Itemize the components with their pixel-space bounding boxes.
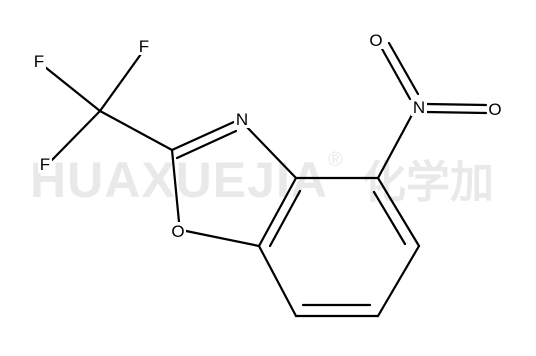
- atom-n-nitro: N: [411, 98, 427, 117]
- bond-n-o-top-a: [379, 45, 412, 101]
- atom-o-ring: O: [170, 222, 186, 241]
- atom-n-nitro-label: N: [413, 98, 425, 117]
- atom-o-ring-label: O: [171, 222, 184, 241]
- atom-o-nitro-right-label: O: [488, 100, 501, 119]
- bond-cf3-c2: [98, 109, 174, 152]
- bond-c7-c7a: [257, 244, 298, 318]
- atom-f-bottom: F: [38, 155, 52, 174]
- bond-c2-n-double-outer: [170, 119, 238, 152]
- bond-cf3-f-bottom: [50, 109, 102, 162]
- bond-n-o-top-b: [387, 41, 420, 96]
- atom-f-left-label: F: [34, 52, 44, 71]
- bond-c2-n-double-inner: [175, 129, 238, 160]
- bond-c2-o: [170, 148, 181, 224]
- atom-f-bottom-label: F: [40, 155, 50, 174]
- watermark: HUAXUEJIA ® 化学加: [30, 149, 494, 208]
- bond-c4-n-nitro: [376, 111, 415, 180]
- atom-o-nitro-right: O: [487, 100, 503, 119]
- atom-n-ring-label: N: [236, 110, 248, 129]
- atom-n-ring: N: [234, 110, 250, 129]
- bond-c4-c5: [376, 176, 421, 248]
- bond-n-c3a: [241, 121, 298, 180]
- atom-f-top-label: F: [139, 37, 149, 56]
- bond-o-c7a: [184, 229, 261, 248]
- bond-n-o-right-b: [424, 110, 488, 115]
- atom-f-left: F: [32, 52, 46, 71]
- atom-o-nitro-top-label: O: [369, 31, 382, 50]
- bond-c7a-c3a: [257, 176, 298, 248]
- bond-c5-c6: [376, 244, 421, 318]
- bond-cf3-f-left: [43, 65, 102, 113]
- bonds: [43, 41, 488, 318]
- atom-o-nitro-top: O: [368, 31, 384, 50]
- bond-cf3-f-top: [98, 52, 143, 113]
- atom-f-top: F: [137, 37, 151, 56]
- atom-labels: F F F N O N O: [32, 31, 503, 241]
- bond-c4-c5-inner: [372, 190, 407, 246]
- watermark-brand: HUAXUEJIA: [30, 152, 328, 208]
- bond-c7a-c3a-inner: [268, 189, 302, 248]
- watermark-registered-mark: ®: [328, 149, 343, 171]
- bond-n-o-right-a: [424, 102, 488, 107]
